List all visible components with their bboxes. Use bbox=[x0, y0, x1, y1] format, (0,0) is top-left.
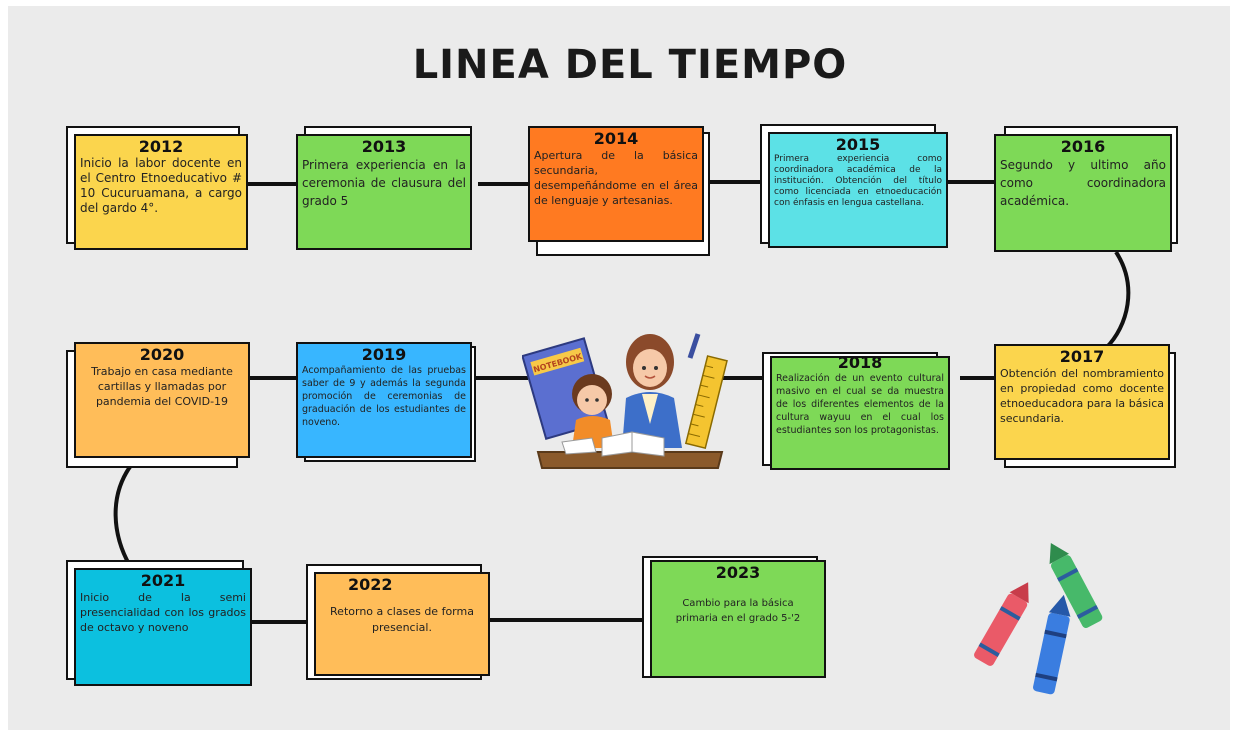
event-description: Retorno a clases de forma presencial. bbox=[330, 605, 474, 634]
event-description: Apertura de la básica secundaria, desemp… bbox=[534, 149, 698, 207]
event-year: 2015 bbox=[835, 135, 881, 154]
event-year: 2018 bbox=[837, 356, 883, 372]
timeline-canvas: LINEA DEL TIEMPO 2012 Inicio la labor do… bbox=[8, 6, 1230, 730]
event-card: 2021 Inicio de la semi presencialidad co… bbox=[74, 568, 252, 686]
page-title: LINEA DEL TIEMPO bbox=[412, 42, 848, 88]
event-year: 2013 bbox=[361, 137, 407, 156]
event-description: Obtención del nombramiento en propiedad … bbox=[1000, 367, 1164, 425]
event-card: 2018 Realización de un evento cultural m… bbox=[770, 356, 950, 470]
timeline-connectors bbox=[113, 180, 1131, 624]
event-card: 2022 Retorno a clases de forma presencia… bbox=[314, 572, 490, 676]
event-card: 2023 Cambio para la básica primaria en e… bbox=[650, 560, 826, 678]
event-description: Realización de un evento cultural masivo… bbox=[776, 373, 944, 436]
event-description: Primera experiencia como coordinadora ac… bbox=[774, 154, 942, 208]
event-description: Inicio de la semi presencialidad con los… bbox=[80, 591, 246, 634]
event-card: 2020 Trabajo en casa mediante cartillas … bbox=[74, 342, 250, 458]
event-card: 2016 Segundo y ultimo año como coordinad… bbox=[994, 134, 1172, 252]
event-year: 2019 bbox=[361, 345, 407, 364]
event-description: Cambio para la básica primaria en el gra… bbox=[675, 598, 801, 624]
event-year: 2023 bbox=[715, 563, 761, 582]
event-description: Trabajo en casa mediante cartillas y lla… bbox=[91, 365, 233, 408]
event-card: 2014 Apertura de la básica secundaria, d… bbox=[528, 126, 704, 242]
event-year: 2012 bbox=[138, 137, 184, 156]
event-description: Inicio la labor docente en el Centro Etn… bbox=[80, 156, 242, 215]
event-card: 2012 Inicio la labor docente en el Centr… bbox=[74, 134, 248, 250]
event-description: Acompañamiento de las pruebas saber de 9… bbox=[302, 365, 466, 428]
event-year: 2020 bbox=[139, 345, 185, 364]
event-card: 2015 Primera experiencia como coordinado… bbox=[768, 132, 948, 248]
event-year: 2014 bbox=[593, 129, 639, 148]
crayons-icon bbox=[974, 543, 1103, 695]
event-year: 2016 bbox=[1060, 137, 1106, 156]
teacher-student-illustration: NOTEBOOK bbox=[522, 333, 728, 469]
event-year: 2021 bbox=[140, 571, 186, 590]
event-card: 2017 Obtención del nombramiento en propi… bbox=[994, 344, 1170, 460]
event-year: 2022 bbox=[348, 575, 393, 594]
event-card: 2013 Primera experiencia en la ceremonia… bbox=[296, 134, 472, 250]
event-description: Segundo y ultimo año como coordinadora a… bbox=[1000, 158, 1166, 208]
event-description: Primera experiencia en la ceremonia de c… bbox=[302, 158, 466, 208]
event-card: 2019 Acompañamiento de las pruebas saber… bbox=[296, 342, 472, 458]
event-year: 2017 bbox=[1059, 347, 1105, 366]
